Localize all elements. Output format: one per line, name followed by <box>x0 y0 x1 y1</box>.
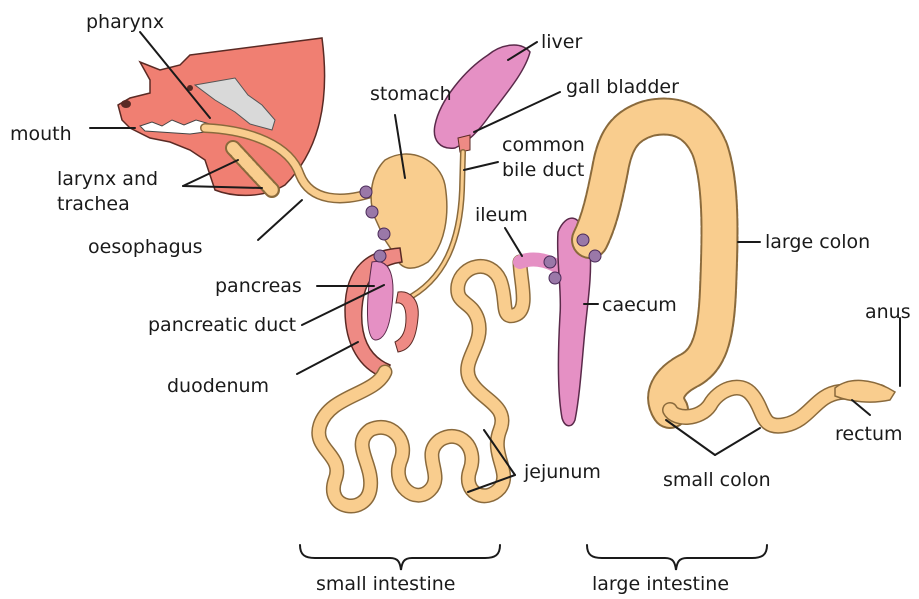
label-pancreas: pancreas <box>215 275 302 297</box>
leader-ileum <box>505 228 522 256</box>
label-larynx-1: larynx and <box>57 168 158 190</box>
label-large-intestine: large intestine <box>592 573 729 595</box>
pancreas-shape <box>367 262 393 340</box>
sphincter-ileocaecal-1 <box>544 256 556 268</box>
duodenum-inner-coil <box>395 292 418 352</box>
label-pancreatic-duct: pancreatic duct <box>148 314 296 336</box>
leader-small-colon-2 <box>715 428 760 455</box>
label-oesophagus: oesophagus <box>88 236 203 258</box>
label-small-intestine: small intestine <box>316 573 455 595</box>
sphincter-cardiac <box>360 186 372 198</box>
label-common-bile-duct-2: bile duct <box>502 159 584 181</box>
label-duodenum: duodenum <box>167 375 269 397</box>
leader-common-bile-duct <box>464 162 498 170</box>
label-caecum: caecum <box>602 294 677 316</box>
sphincter-stomach-lower <box>366 206 378 218</box>
label-anus: anus <box>865 301 911 323</box>
label-large-colon: large colon <box>765 231 870 253</box>
sphincter-ileocaecal-2 <box>549 272 561 284</box>
label-liver: liver <box>541 31 582 53</box>
rectum-shape <box>835 380 895 402</box>
leader-oesophagus <box>258 200 302 240</box>
label-rectum: rectum <box>835 423 903 445</box>
sphincter-caecocolic-1 <box>577 234 589 246</box>
label-pharynx: pharynx <box>86 11 164 33</box>
leader-small-colon-1 <box>666 420 715 455</box>
label-mouth: mouth <box>10 123 72 145</box>
sphincter-caecocolic-2 <box>589 250 601 262</box>
label-gall-bladder: gall bladder <box>566 76 679 98</box>
sphincter-pyloric <box>378 228 390 240</box>
leader-duodenum <box>297 342 358 374</box>
brace-large-intestine <box>587 545 767 570</box>
brace-small-intestine <box>300 545 500 570</box>
pig-nostril <box>121 100 131 108</box>
sphincter-duodenum <box>374 250 386 262</box>
label-jejunum: jejunum <box>523 461 601 483</box>
label-ileum: ileum <box>475 204 528 226</box>
label-larynx-2: trachea <box>57 193 130 215</box>
label-common-bile-duct-1: common <box>502 134 585 156</box>
label-stomach: stomach <box>370 83 452 105</box>
label-small-colon: small colon <box>663 469 771 491</box>
